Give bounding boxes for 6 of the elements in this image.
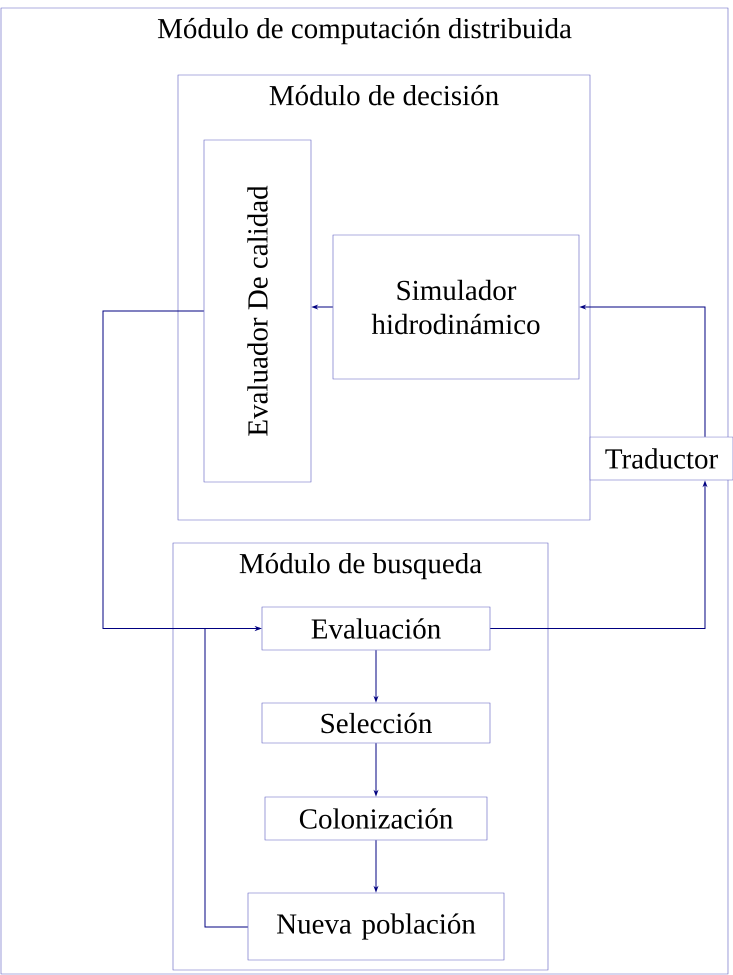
process-box: Nueva población xyxy=(248,892,504,960)
process-box: Evaluación xyxy=(262,606,490,650)
process-box: Simulador hidrodinámico xyxy=(332,234,580,380)
process-box: Colonización xyxy=(264,796,488,840)
process-box: Evaluador De calidad xyxy=(204,140,312,482)
process-box: Selección xyxy=(262,702,490,744)
